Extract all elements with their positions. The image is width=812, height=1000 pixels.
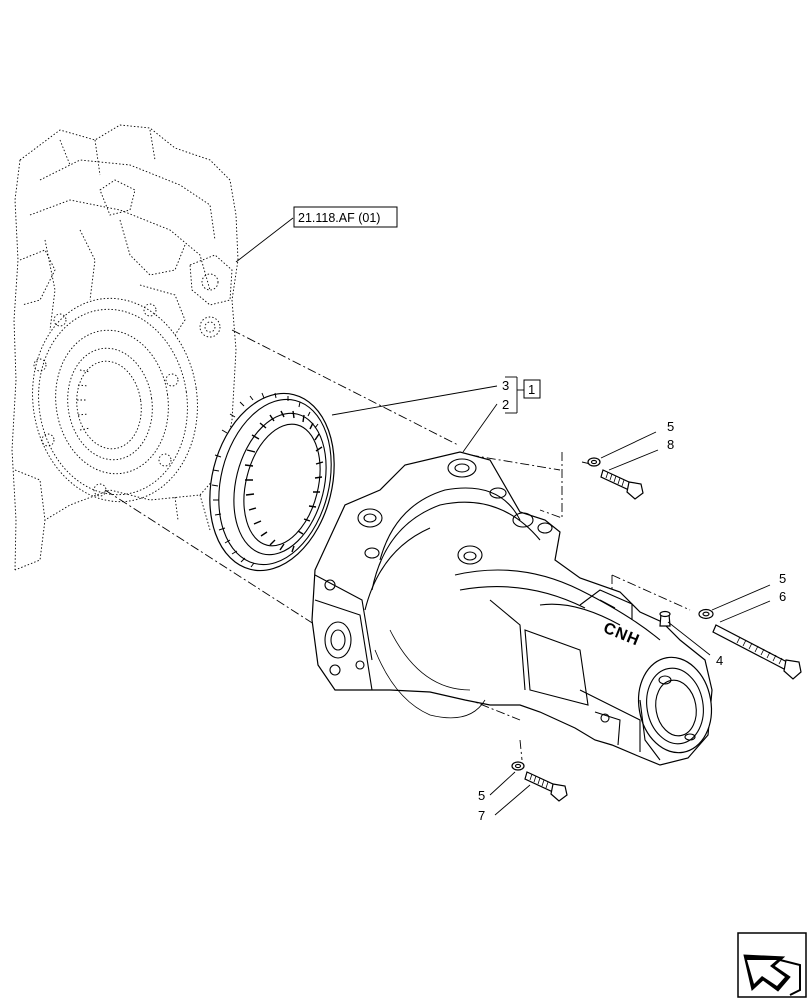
callout-5-right: 5 xyxy=(779,571,786,586)
ring-gear xyxy=(209,392,335,572)
final-drive-housing: CNH xyxy=(311,451,713,766)
reference-box[interactable]: 21.118.AF (01) xyxy=(293,206,398,228)
callout-8: 8 xyxy=(667,437,674,452)
transmission-housing-ghost xyxy=(11,124,239,571)
callout-numbers: 3 2 5 8 5 6 4 5 7 xyxy=(478,378,786,823)
bolt-8-assembly xyxy=(587,457,644,500)
callout-4: 4 xyxy=(716,653,723,668)
group-bracket-box: 1 xyxy=(523,379,541,399)
callout-3: 3 xyxy=(502,378,509,393)
breather-plug-4 xyxy=(659,610,671,627)
group-bracket-label: 1 xyxy=(528,382,535,397)
bolt-6-assembly xyxy=(698,608,802,680)
callout-2: 2 xyxy=(502,397,509,412)
callout-7: 7 xyxy=(478,808,485,823)
callout-5-top: 5 xyxy=(667,419,674,434)
reference-label: 21.118.AF (01) xyxy=(298,211,380,225)
callout-5-bottom: 5 xyxy=(478,788,485,803)
callout-6: 6 xyxy=(779,589,786,604)
bolt-7-assembly xyxy=(511,761,568,802)
leader-lines xyxy=(235,217,771,816)
previous-page-arrow-icon[interactable] xyxy=(737,932,807,998)
